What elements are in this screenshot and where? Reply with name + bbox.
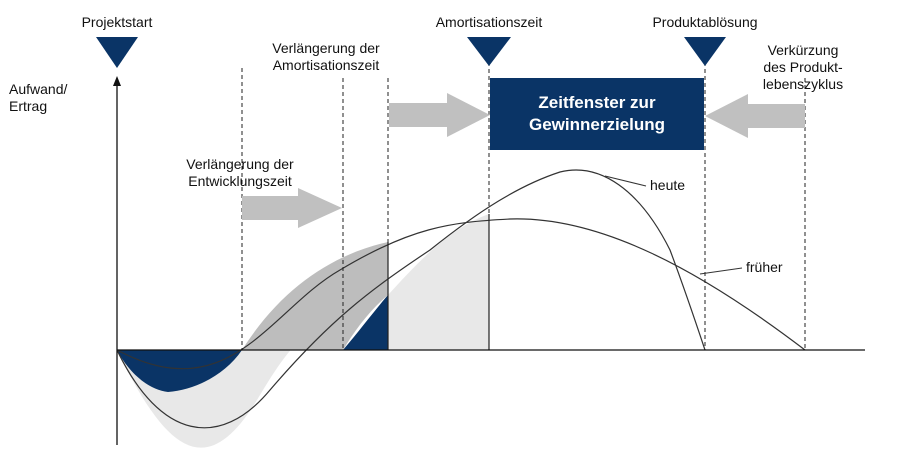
- navy-recovery-area: [343, 295, 388, 350]
- light-gray-profit-area: [388, 214, 489, 350]
- gewinnerzielung-box-line2: Gewinnerzielung: [528, 115, 666, 134]
- amortisationszeit-arrow-icon: [389, 93, 490, 137]
- lebenszyklus-arrow-icon: [705, 94, 805, 138]
- verkuerzung-line2: des Produkt-: [763, 59, 843, 75]
- y-axis-label: Aufwand/ Ertrag: [9, 81, 67, 115]
- verkuerzung-line1: Verkürzung: [767, 42, 839, 58]
- gewinnerzielung-box-line1: Zeitfenster zur: [538, 93, 656, 112]
- verlaengerung-entwicklungszeit-line2: Entwicklungszeit: [188, 173, 292, 189]
- entwicklungszeit-arrow-icon: [242, 188, 342, 228]
- produktabloesung-marker-icon: [684, 37, 726, 66]
- projektstart-label: Projektstart: [81, 14, 153, 30]
- heute-curve: [116, 169, 706, 429]
- navy-initial-loss-area: [117, 350, 242, 392]
- verlaengerung-amortisationszeit-line1: Verlängerung der: [272, 40, 380, 56]
- verlaengerung-amortisationszeit-label: Verlängerung der Amortisationszeit: [256, 40, 396, 74]
- verlaengerung-amortisationszeit-line2: Amortisationszeit: [272, 57, 380, 73]
- gewinnerzielung-box: Zeitfenster zur Gewinnerzielung: [490, 78, 704, 150]
- heute-label: heute: [650, 177, 686, 193]
- frueher-curve: [116, 218, 806, 370]
- y-axis-label-line1: Aufwand/: [9, 81, 68, 97]
- y-axis-arrowhead: [113, 76, 121, 86]
- amortisationszeit-label: Amortisationszeit: [435, 14, 543, 30]
- dark-gray-breakeven-area: [242, 242, 388, 350]
- produktabloesung-label: Produktablösung: [652, 14, 758, 30]
- y-axis-label-line2: Ertrag: [9, 98, 48, 114]
- verkuerzung-line3: lebenszyklus: [762, 76, 844, 92]
- verlaengerung-entwicklungszeit-line1: Verlängerung der: [186, 156, 294, 172]
- amortisationszeit-marker-icon: [467, 37, 511, 66]
- verlaengerung-entwicklungszeit-label: Verlängerung der Entwicklungszeit: [170, 156, 310, 190]
- verkuerzung-lebenszyklus-label: Verkürzung des Produkt- lebenszyklus: [743, 42, 863, 93]
- frueher-label: früher: [746, 259, 783, 275]
- projektstart-marker-icon: [96, 37, 138, 68]
